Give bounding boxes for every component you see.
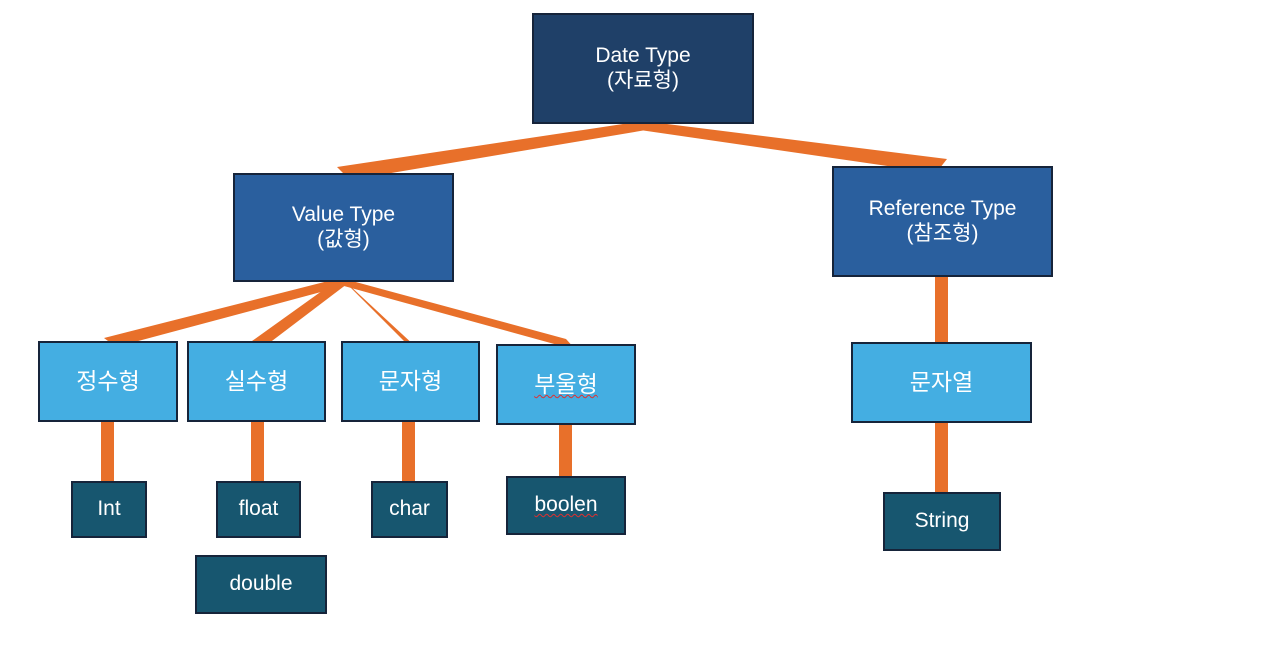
edge-string-group-to-string xyxy=(935,422,948,492)
node-boolen-leaf[interactable]: boolen xyxy=(506,476,626,535)
node-string-group-label: 문자열 xyxy=(909,368,974,395)
node-char-leaf[interactable]: char xyxy=(371,481,448,538)
edge-value-type-to-bool-group xyxy=(341,278,576,350)
node-float-leaf-label: float xyxy=(238,497,279,521)
edge-value-type-to-integer-group xyxy=(104,278,347,347)
node-string-group[interactable]: 문자열 xyxy=(851,342,1032,423)
node-integer-group-label: 정수형 xyxy=(76,367,140,394)
node-string-leaf[interactable]: String xyxy=(883,492,1001,551)
node-float-leaf[interactable]: float xyxy=(216,481,301,538)
node-bool-group-label: 부울형 xyxy=(534,370,598,397)
node-reference-type-line2: (참조형) xyxy=(906,221,979,245)
node-value-type[interactable]: Value Type (값형) xyxy=(233,173,454,282)
node-date-type[interactable]: Date Type (자료형) xyxy=(532,13,754,124)
node-double-leaf[interactable]: double xyxy=(195,555,327,614)
node-date-type-line2: (자료형) xyxy=(607,68,679,92)
node-float-group-label: 실수형 xyxy=(224,367,289,394)
edge-root-to-value-type xyxy=(337,121,646,180)
edge-char-group-to-char xyxy=(402,422,415,482)
node-date-type-line1: Date Type xyxy=(595,43,691,67)
node-char-group[interactable]: 문자형 xyxy=(341,341,480,422)
node-bool-group[interactable]: 부울형 xyxy=(496,344,636,425)
node-char-group-label: 문자형 xyxy=(378,367,443,394)
node-reference-type-line1: Reference Type xyxy=(868,196,1017,220)
node-int-leaf[interactable]: Int xyxy=(71,481,147,538)
node-boolen-leaf-label: boolen xyxy=(534,493,598,517)
edge-value-type-to-char-group xyxy=(341,278,416,347)
node-char-leaf-label: char xyxy=(389,497,430,521)
node-double-leaf-label: double xyxy=(229,572,293,596)
node-float-group[interactable]: 실수형 xyxy=(187,341,326,422)
edge-value-type-to-float-group xyxy=(252,278,347,347)
node-string-leaf-label: String xyxy=(914,509,970,533)
node-reference-type[interactable]: Reference Type (참조형) xyxy=(832,166,1053,277)
edge-bool-group-to-boolen xyxy=(559,424,572,476)
node-integer-group[interactable]: 정수형 xyxy=(38,341,178,422)
node-value-type-line1: Value Type xyxy=(291,202,396,226)
node-value-type-line2: (값형) xyxy=(317,227,370,251)
node-int-leaf-label: Int xyxy=(97,497,121,521)
edge-integer-group-to-int xyxy=(101,422,114,482)
edge-reference-type-to-string-group xyxy=(935,277,948,343)
edge-float-group-to-float xyxy=(251,422,264,482)
